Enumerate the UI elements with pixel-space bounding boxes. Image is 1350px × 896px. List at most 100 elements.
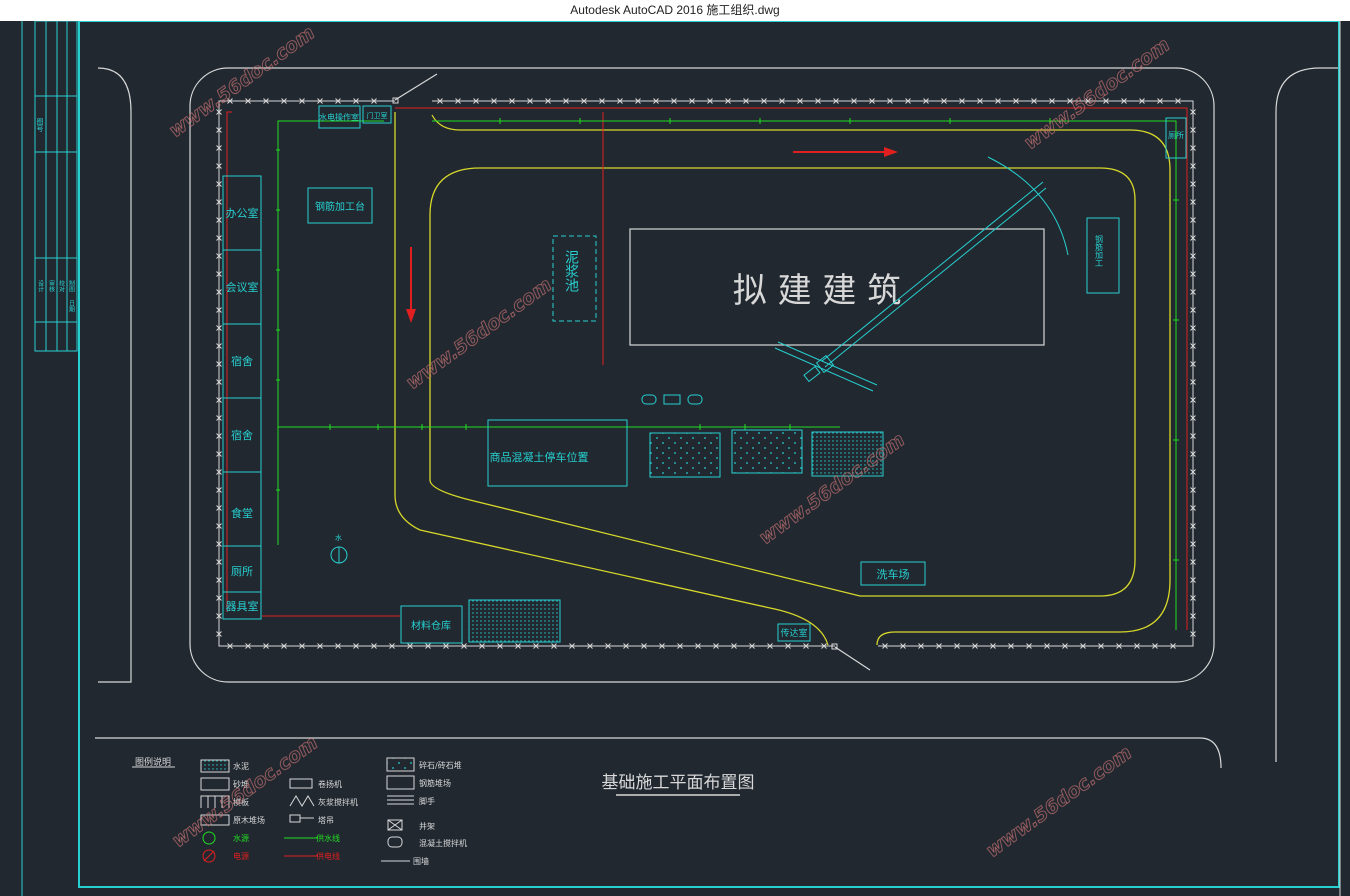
fence-x-mark (509, 98, 515, 104)
room-label-meeting: 会议室 (226, 280, 259, 294)
fence-x-mark (959, 98, 965, 104)
fence-x-mark (263, 98, 269, 104)
fence-x-mark (1190, 415, 1196, 421)
title-block (34, 21, 78, 352)
water-source-icon (330, 546, 348, 564)
fence-x-mark (569, 643, 575, 649)
fence-x-mark (767, 643, 773, 649)
legend-label: 井架 (419, 821, 435, 831)
fence-x-mark (918, 643, 924, 649)
fence-x-mark (1190, 271, 1196, 277)
fence-x-mark (216, 415, 222, 421)
cad-drawing-canvas[interactable]: 图号 设计 审核 校对 制图 日期 (0, 21, 1350, 896)
fence-x-mark (515, 643, 521, 649)
legend-label: 碎石/砖石堆 (419, 760, 462, 770)
fence-x-mark (1062, 643, 1068, 649)
fence-x-mark (725, 98, 731, 104)
fence-x-mark (216, 127, 222, 133)
mud-pit-label: 泥浆池 (563, 250, 579, 292)
fence-x-mark (1067, 98, 1073, 104)
fence-x-mark (216, 181, 222, 187)
fence-x-mark (623, 643, 629, 649)
fence-x-mark (216, 451, 222, 457)
water-line-ticks (276, 118, 1179, 561)
fence-x-mark (869, 98, 875, 104)
fence-x-mark (1190, 505, 1196, 511)
fence-x-mark (1190, 379, 1196, 385)
fence-x-mark (245, 643, 251, 649)
watermark-text: www.56doc.com (402, 274, 556, 394)
fence-x-mark (216, 397, 222, 403)
fence-x-mark (461, 643, 467, 649)
rebar-bench-box (307, 187, 373, 224)
sheet-title: 基础施工平面布置图 (602, 773, 755, 793)
car-wash-label: 洗车场 (877, 567, 910, 581)
fence-x-mark (936, 643, 942, 649)
title-block-label: 校对 (58, 279, 65, 292)
shed-label-water-electric: 水电操作室 (319, 112, 359, 122)
fence-x-mark (216, 325, 222, 331)
fence-x-mark (227, 98, 233, 104)
fence-x-mark (1190, 433, 1196, 439)
fence-x-mark (216, 217, 222, 223)
fence-x-mark (1190, 217, 1196, 223)
fence-x-mark (1175, 98, 1181, 104)
fence-x-mark (1190, 253, 1196, 259)
rebar-shed-label: 钢筋加工 (1095, 234, 1104, 267)
fence-x-mark (533, 643, 539, 649)
fence-x-mark (1049, 98, 1055, 104)
fence-x-mark (1190, 181, 1196, 187)
fence-x-mark (954, 643, 960, 649)
left-room-blocks (222, 175, 262, 620)
internal-road (394, 112, 1171, 646)
water-supply-lines (277, 120, 1177, 630)
legend-col3-labels: 碎石/砖石堆 钢筋堆场 脚手 井架 混凝土搅拌机 围墙 (413, 760, 467, 866)
fence-x-mark (281, 643, 287, 649)
fence-x-mark (1190, 109, 1196, 115)
fence-x-mark (923, 98, 929, 104)
fence-x-mark (216, 271, 222, 277)
fence-x-mark (216, 577, 222, 583)
legend-col2-icons (284, 778, 318, 857)
title-block-label: 制图 (68, 279, 75, 293)
fence-x-mark (216, 559, 222, 565)
title-block-label: 审核 (48, 279, 55, 293)
fence-x-mark (1170, 643, 1176, 649)
car-wash-box (860, 561, 926, 586)
fence-x-mark (671, 98, 677, 104)
water-source-mark: 水 (335, 533, 342, 542)
fence-x-mark (1139, 98, 1145, 104)
watermark-text: www.56doc.com (1020, 34, 1174, 154)
fence-x-mark (216, 469, 222, 475)
fence-x-mark (905, 98, 911, 104)
drawing-frame (21, 21, 1341, 896)
room-label-dorm-2: 宿舍 (231, 428, 253, 442)
fence-x-mark (425, 643, 431, 649)
fence-x-mark (1152, 643, 1158, 649)
legend: 图例说明 水泥 砂堆 模板 原木堆场 水源 电源 卷扬 (132, 756, 467, 866)
fence-x-mark (617, 98, 623, 104)
fence-x-mark (587, 643, 593, 649)
fence-x-mark (1190, 289, 1196, 295)
fence-x-mark (1116, 643, 1122, 649)
fence-x-mark (1044, 643, 1050, 649)
fence-x-mark (990, 643, 996, 649)
legend-label: 卷扬机 (318, 779, 342, 789)
fence-x-mark (227, 643, 233, 649)
fence-x-mark (731, 643, 737, 649)
legend-col3-icons (381, 757, 415, 862)
fence-x-mark (1190, 325, 1196, 331)
fence-x-mark (1103, 98, 1109, 104)
legend-label: 灰浆搅拌机 (318, 797, 358, 807)
fence-x-mark (371, 643, 377, 649)
legend-label: 水泥 (233, 761, 249, 771)
fence-x-mark (216, 433, 222, 439)
fence-x-mark (216, 631, 222, 637)
fence-x-mark (653, 98, 659, 104)
fence-x-mark (1190, 595, 1196, 601)
fence-x-mark (1190, 235, 1196, 241)
title-block-labels: 设计 审核 校对 制图 日期 (37, 279, 75, 313)
fence-x-marks (216, 98, 1196, 649)
fence-x-mark (743, 98, 749, 104)
fence-x-mark (281, 98, 287, 104)
